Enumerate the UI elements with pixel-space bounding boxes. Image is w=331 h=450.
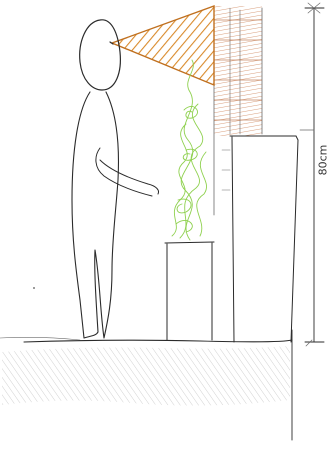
pencil-dot <box>33 287 35 289</box>
person-head <box>80 20 121 90</box>
plant-pot <box>165 242 214 340</box>
climbing-plant <box>172 60 207 240</box>
person-figure <box>72 20 159 338</box>
dimension-label: 80cm <box>317 145 330 176</box>
height-dimension: 80cm <box>292 3 330 440</box>
person-body <box>72 92 119 338</box>
counter-block <box>230 136 298 342</box>
ground-line <box>24 340 292 342</box>
person-arm <box>96 148 159 196</box>
ground-hatching <box>0 337 290 405</box>
brick-wall <box>214 6 262 215</box>
view-cone <box>112 6 214 85</box>
